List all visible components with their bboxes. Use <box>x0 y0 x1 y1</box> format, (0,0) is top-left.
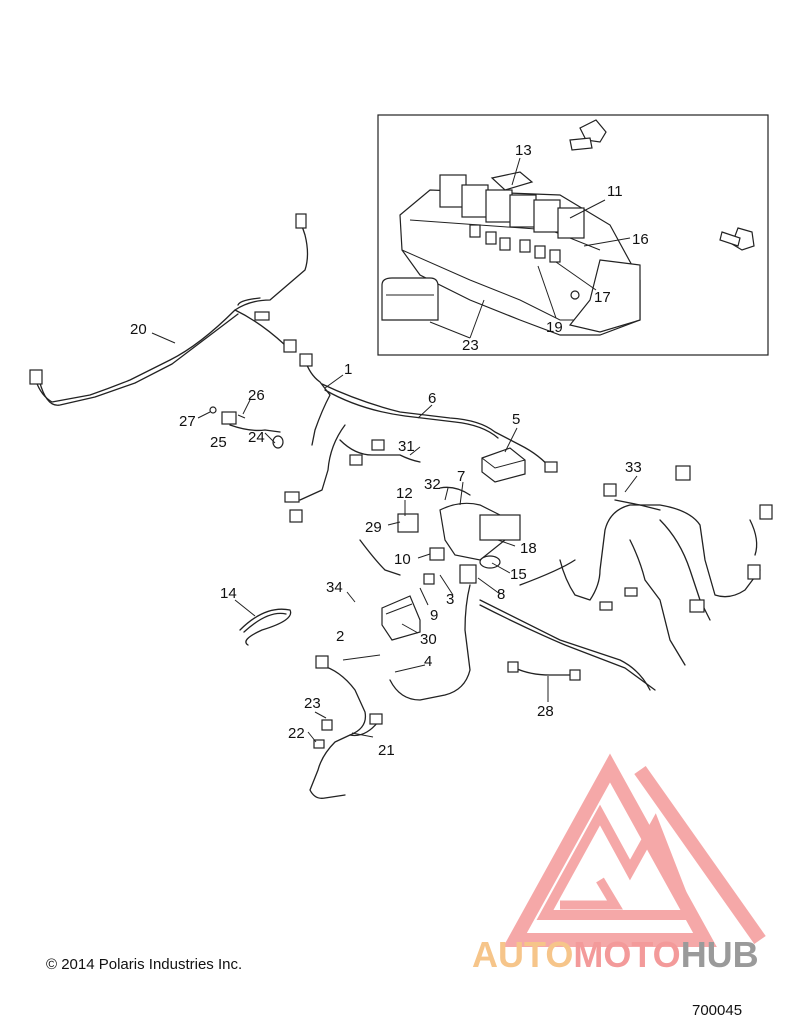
harness-33 <box>559 465 773 666</box>
callout-6: 6 <box>428 390 436 407</box>
callout-12: 12 <box>396 485 413 502</box>
module-5 <box>481 447 526 483</box>
callout-7: 7 <box>457 468 465 485</box>
leader-lines <box>151 332 638 743</box>
central-connector-cluster <box>359 486 656 701</box>
callout-28: 28 <box>537 703 554 720</box>
callout-18: 18 <box>520 540 537 557</box>
callout-27: 27 <box>179 413 196 430</box>
callout-31: 31 <box>398 438 415 455</box>
callout-21: 21 <box>378 742 395 759</box>
callout-33: 33 <box>625 459 642 476</box>
callout-1: 1 <box>344 361 352 378</box>
harness-1 <box>284 353 558 523</box>
callout-19: 19 <box>546 319 563 336</box>
callout-14: 14 <box>220 585 237 602</box>
watermark-auto: AUTO <box>472 934 574 975</box>
watermark-logo <box>503 753 766 947</box>
watermark-hub: HUB <box>680 934 759 975</box>
document-number: 700045 <box>692 1002 743 1019</box>
harness-21 <box>309 655 383 799</box>
callout-2: 2 <box>336 628 344 645</box>
callout-16: 16 <box>632 231 649 248</box>
callout-30: 30 <box>420 631 437 648</box>
callout-34: 34 <box>326 579 343 596</box>
callout-32: 32 <box>424 476 441 493</box>
copyright-notice: © 2014 Polaris Industries Inc. <box>46 956 243 973</box>
bolt-icon <box>719 227 755 251</box>
callout-22: 22 <box>288 725 305 742</box>
callout-24: 24 <box>248 429 265 446</box>
callout-25: 25 <box>210 434 227 451</box>
callout-11: 11 <box>607 183 623 200</box>
callout-8: 8 <box>497 586 505 603</box>
callout-15: 15 <box>510 566 527 583</box>
callout-5: 5 <box>512 411 520 428</box>
callout-3: 3 <box>446 591 454 608</box>
callout-9: 9 <box>430 607 438 624</box>
watermark-text: AUTOMOTOHUB <box>472 934 759 976</box>
callout-29: 29 <box>365 519 382 536</box>
callout-17: 17 <box>594 289 611 306</box>
callout-13: 13 <box>515 142 532 159</box>
cable-tie-14 <box>239 608 292 646</box>
callout-4: 4 <box>424 653 432 670</box>
ecu-30 <box>381 595 421 641</box>
callout-20: 20 <box>130 321 147 338</box>
harness-20 <box>29 213 309 406</box>
watermark-moto: MOTO <box>573 934 681 975</box>
harness-28 <box>507 661 581 681</box>
callout-23: 23 <box>304 695 321 712</box>
callout-10: 10 <box>394 551 411 568</box>
callout-23-inset: 23 <box>462 337 479 354</box>
bolt-icon <box>569 119 607 151</box>
inset-fuse-box-panel <box>377 114 769 356</box>
callout-26: 26 <box>248 387 265 404</box>
sensor-25 <box>209 406 284 449</box>
